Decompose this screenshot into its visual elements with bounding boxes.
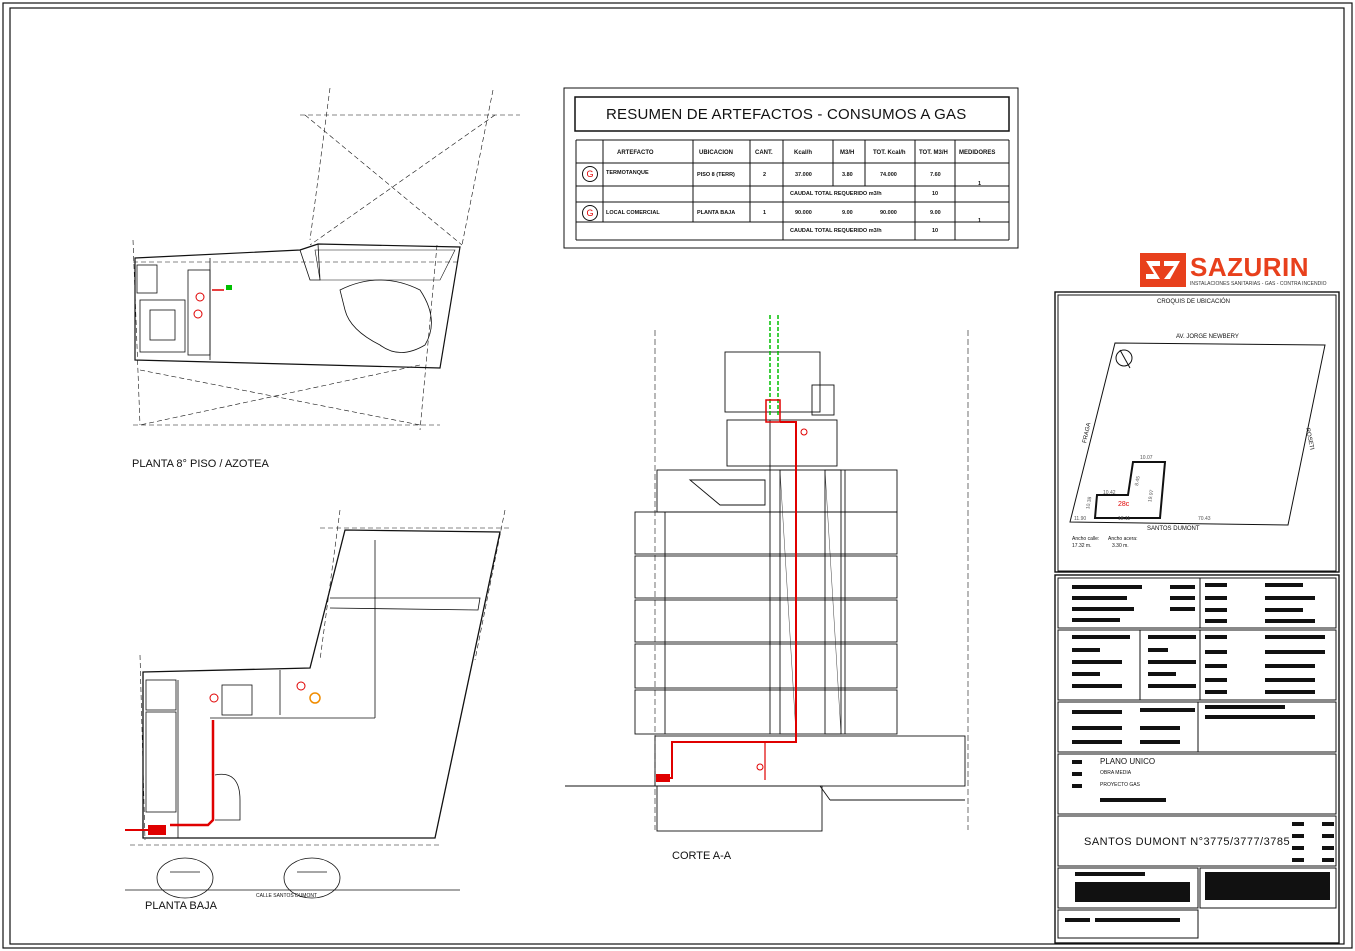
project-address: SANTOS DUMONT N°3775/3777/3785 [1084, 836, 1291, 848]
sazurin-logo-icon [1140, 253, 1186, 287]
section-label: CORTE A-A [672, 850, 732, 862]
row2-tot-kcal: 90.000 [880, 210, 897, 216]
gas-branch [672, 741, 766, 780]
row1-tot-m3h: 7.60 [930, 172, 941, 178]
row1-kcal: 37.000 [795, 172, 812, 178]
vent-marker [226, 285, 232, 290]
th-artefacto: ARTEFACTO [617, 150, 654, 156]
th-m3h: M3/H [840, 150, 855, 156]
th-ubicacion: UBICACION [699, 150, 733, 156]
gas-meter-section [656, 774, 670, 782]
gas-meter [148, 825, 166, 835]
gas-appliance-marker [209, 693, 219, 703]
gas-appliance-marker [296, 681, 306, 691]
dim: 70.43 [1198, 516, 1211, 522]
sidewalk-label: Ancho acera: [1108, 536, 1138, 542]
street-label: CALLE SANTOS DUMONT [256, 893, 318, 899]
plan-eighth-floor [132, 87, 520, 431]
row1-cant: 2 [763, 172, 767, 178]
dim: 10.07 [1140, 455, 1153, 461]
summary-table-frame [563, 87, 1019, 249]
row2-cant: 1 [763, 210, 767, 216]
project-type: PROYECTO GAS [1100, 782, 1140, 788]
gas-g-icon: G [582, 205, 598, 221]
th-medidores: MEDIDORES [959, 150, 996, 156]
row1-m3h: 3.80 [842, 172, 853, 178]
street-width-value: 17.32 m. [1072, 543, 1092, 549]
row1-medidores: 1 [978, 181, 982, 187]
row1-tot-kcal: 74.000 [880, 172, 897, 178]
row2-artefacto: LOCAL COMERCIAL [606, 210, 660, 216]
row2-m3h: 9.00 [842, 210, 853, 216]
plan-type: PLANO UNICO [1100, 757, 1156, 766]
lot-number: 28c [1118, 501, 1130, 508]
sheet-border-inner [9, 7, 1345, 945]
summary-table-title: RESUMEN DE ARTEFACTOS - CONSUMOS A GAS [606, 106, 967, 123]
logo-name: SAZURIN [1190, 252, 1310, 282]
row1-ubicacion: PISO 8 (TERR) [697, 172, 735, 178]
row2-kcal: 90.000 [795, 210, 812, 216]
plan-bottom-label: PLANTA BAJA [145, 900, 217, 912]
row1-artefacto: TERMOTANQUE [606, 170, 649, 176]
plan-ground-floor [125, 509, 510, 899]
th-kcal: Kcal/h [794, 150, 813, 156]
dim: 11.90 [1074, 516, 1087, 522]
row1-caudal-value: 10 [932, 191, 939, 197]
sketch-title: CROQUIS DE UBICACIÓN [1157, 299, 1231, 305]
th-tot-kcal: TOT. Kcal/h [873, 150, 906, 156]
street-top: AV. JORGE NEWBERY [1176, 334, 1239, 340]
row2-caudal-label: CAUDAL TOTAL REQUERIDO m3/h [790, 228, 882, 234]
th-cant: CANT. [755, 150, 773, 156]
gas-g-icon: G [582, 166, 598, 182]
logo-tagline: INSTALACIONES SANITARIAS - GAS - CONTRA … [1190, 281, 1327, 287]
water-heater [765, 399, 781, 423]
gas-appliance-marker [195, 292, 205, 302]
gas-appliance-marker [756, 763, 764, 771]
th-tot-m3h: TOT. M3/H [919, 150, 948, 156]
row2-caudal-value: 10 [932, 228, 939, 234]
title-block-frames [1054, 291, 1340, 944]
row2-tot-m3h: 9.00 [930, 210, 941, 216]
sidewalk-value: 3.30 m. [1112, 543, 1129, 549]
meter-marker [309, 692, 321, 704]
row2-ubicacion: PLANTA BAJA [697, 210, 736, 216]
gas-appliance-marker [193, 309, 203, 319]
section-aa [565, 330, 969, 832]
location-sketch [1069, 342, 1326, 526]
plan-top-label: PLANTA 8° PISO / AZOTEA [132, 458, 269, 470]
row2-medidores: 1 [978, 218, 982, 224]
street-bottom: SANTOS DUMONT [1147, 526, 1200, 532]
dim: 10.42 [1103, 490, 1116, 496]
street-width-label: Ancho calle: [1072, 536, 1100, 542]
obra-type: OBRA MEDIA [1100, 770, 1132, 776]
row1-caudal-label: CAUDAL TOTAL REQUERIDO m3/h [790, 191, 882, 197]
dim: 18.11 [1118, 516, 1131, 522]
gas-appliance-marker [800, 428, 808, 436]
gas-pipe-ground [170, 720, 215, 827]
